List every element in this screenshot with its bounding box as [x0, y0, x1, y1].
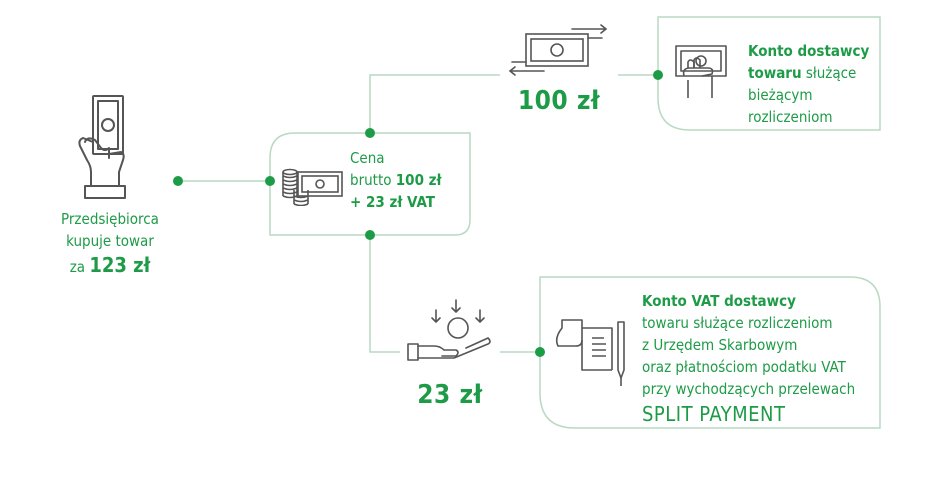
net-amount: 100 zł: [517, 86, 601, 116]
vat-account-line-3: z Urzędem Skarbowym: [642, 336, 798, 354]
supplier-title-line-1: Konto dostawcy: [748, 42, 870, 60]
connector-price-net: [369, 74, 500, 133]
split-payment-label: SPLIT PAYMENT: [642, 402, 786, 426]
vat-account-description: Konto VAT dostawcy towaru służące rozlic…: [642, 290, 878, 425]
dot-price-top: [365, 128, 375, 138]
buyer-description: Przedsiębiorca kupuje towar za 123 zł: [40, 208, 180, 278]
dot-vat-account: [535, 347, 545, 357]
coins-and-banknote-icon: [282, 168, 343, 206]
vat-account-title: Konto VAT dostawcy: [642, 292, 796, 310]
buyer-line-3-prefix: za: [69, 258, 86, 276]
price-gross-amount: 100 zł: [395, 171, 442, 189]
money-transfer-icon: [508, 24, 608, 76]
supplier-line-2-bold: towaru: [748, 64, 802, 82]
price-line-2: brutto 100 zł: [350, 169, 468, 191]
price-description: Cena brutto 100 zł + 23 zł VAT: [350, 147, 468, 213]
document-and-pen-icon: [555, 319, 625, 386]
dot-price-left: [265, 176, 275, 186]
dot-price-bottom: [365, 230, 375, 240]
supplier-line-3: bieżącym: [748, 86, 813, 104]
buyer-line-3: za 123 zł: [40, 254, 180, 278]
supplier-box-frame: [657, 16, 881, 131]
supplier-account-description: Konto dostawcy towaru służące bieżącym r…: [748, 40, 878, 128]
supplier-line-4: rozliczeniom: [748, 108, 833, 126]
buyer-line-1: Przedsiębiorca: [61, 210, 159, 228]
price-line-3: + 23 zł VAT: [350, 193, 435, 211]
price-line-2-prefix: brutto: [350, 171, 392, 189]
hand-holding-banknote-icon: [78, 95, 126, 199]
vat-account-line-2: towaru służące rozliczeniom: [642, 314, 833, 332]
dot-buyer: [173, 176, 183, 186]
vat-account-line-4: oraz płatnościom podatku VAT: [642, 358, 846, 376]
supplier-line-2-rest: służące: [805, 64, 857, 82]
supplier-line-2: towaru służące: [748, 62, 878, 84]
connector-price-vat: [369, 235, 400, 353]
hand-receiving-coin-icon: [407, 299, 491, 361]
price-box-frame: [269, 132, 471, 236]
vat-account-line-5: przy wychodzących przelewach: [642, 380, 856, 398]
vat-amount: 23 zł: [417, 380, 483, 410]
price-line-1: Cena: [350, 149, 385, 167]
buyer-amount: 123 zł: [89, 253, 151, 277]
vat-box-frame: [539, 276, 881, 429]
buyer-line-2: kupuje towar: [66, 232, 154, 250]
hand-receiving-banknote-icon: [675, 45, 727, 98]
dot-supplier: [653, 70, 663, 80]
